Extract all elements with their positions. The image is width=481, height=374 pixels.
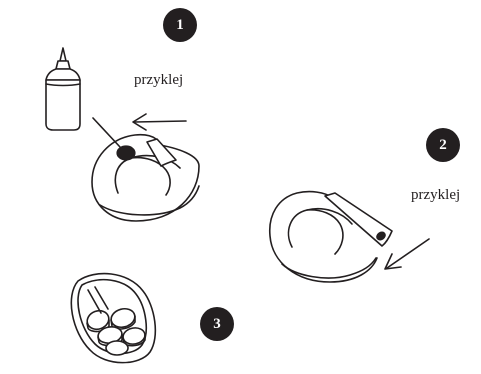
paper-coil-icon	[92, 135, 199, 221]
glue-dot	[117, 146, 135, 160]
step-2-label: przyklej	[411, 187, 460, 204]
step-1-badge: 1	[163, 8, 197, 42]
rolled-coils-icon	[71, 274, 155, 363]
paper-coil-icon	[270, 192, 392, 282]
arrow-icon	[133, 114, 186, 130]
step-2-badge: 2	[426, 128, 460, 162]
arrow-icon	[385, 239, 429, 269]
coil-piece	[106, 341, 128, 355]
step-1-label: przyklej	[134, 72, 183, 89]
glue-leader-line	[93, 118, 120, 147]
step-3-badge: 3	[200, 307, 234, 341]
glue-bottle-icon	[46, 48, 80, 130]
